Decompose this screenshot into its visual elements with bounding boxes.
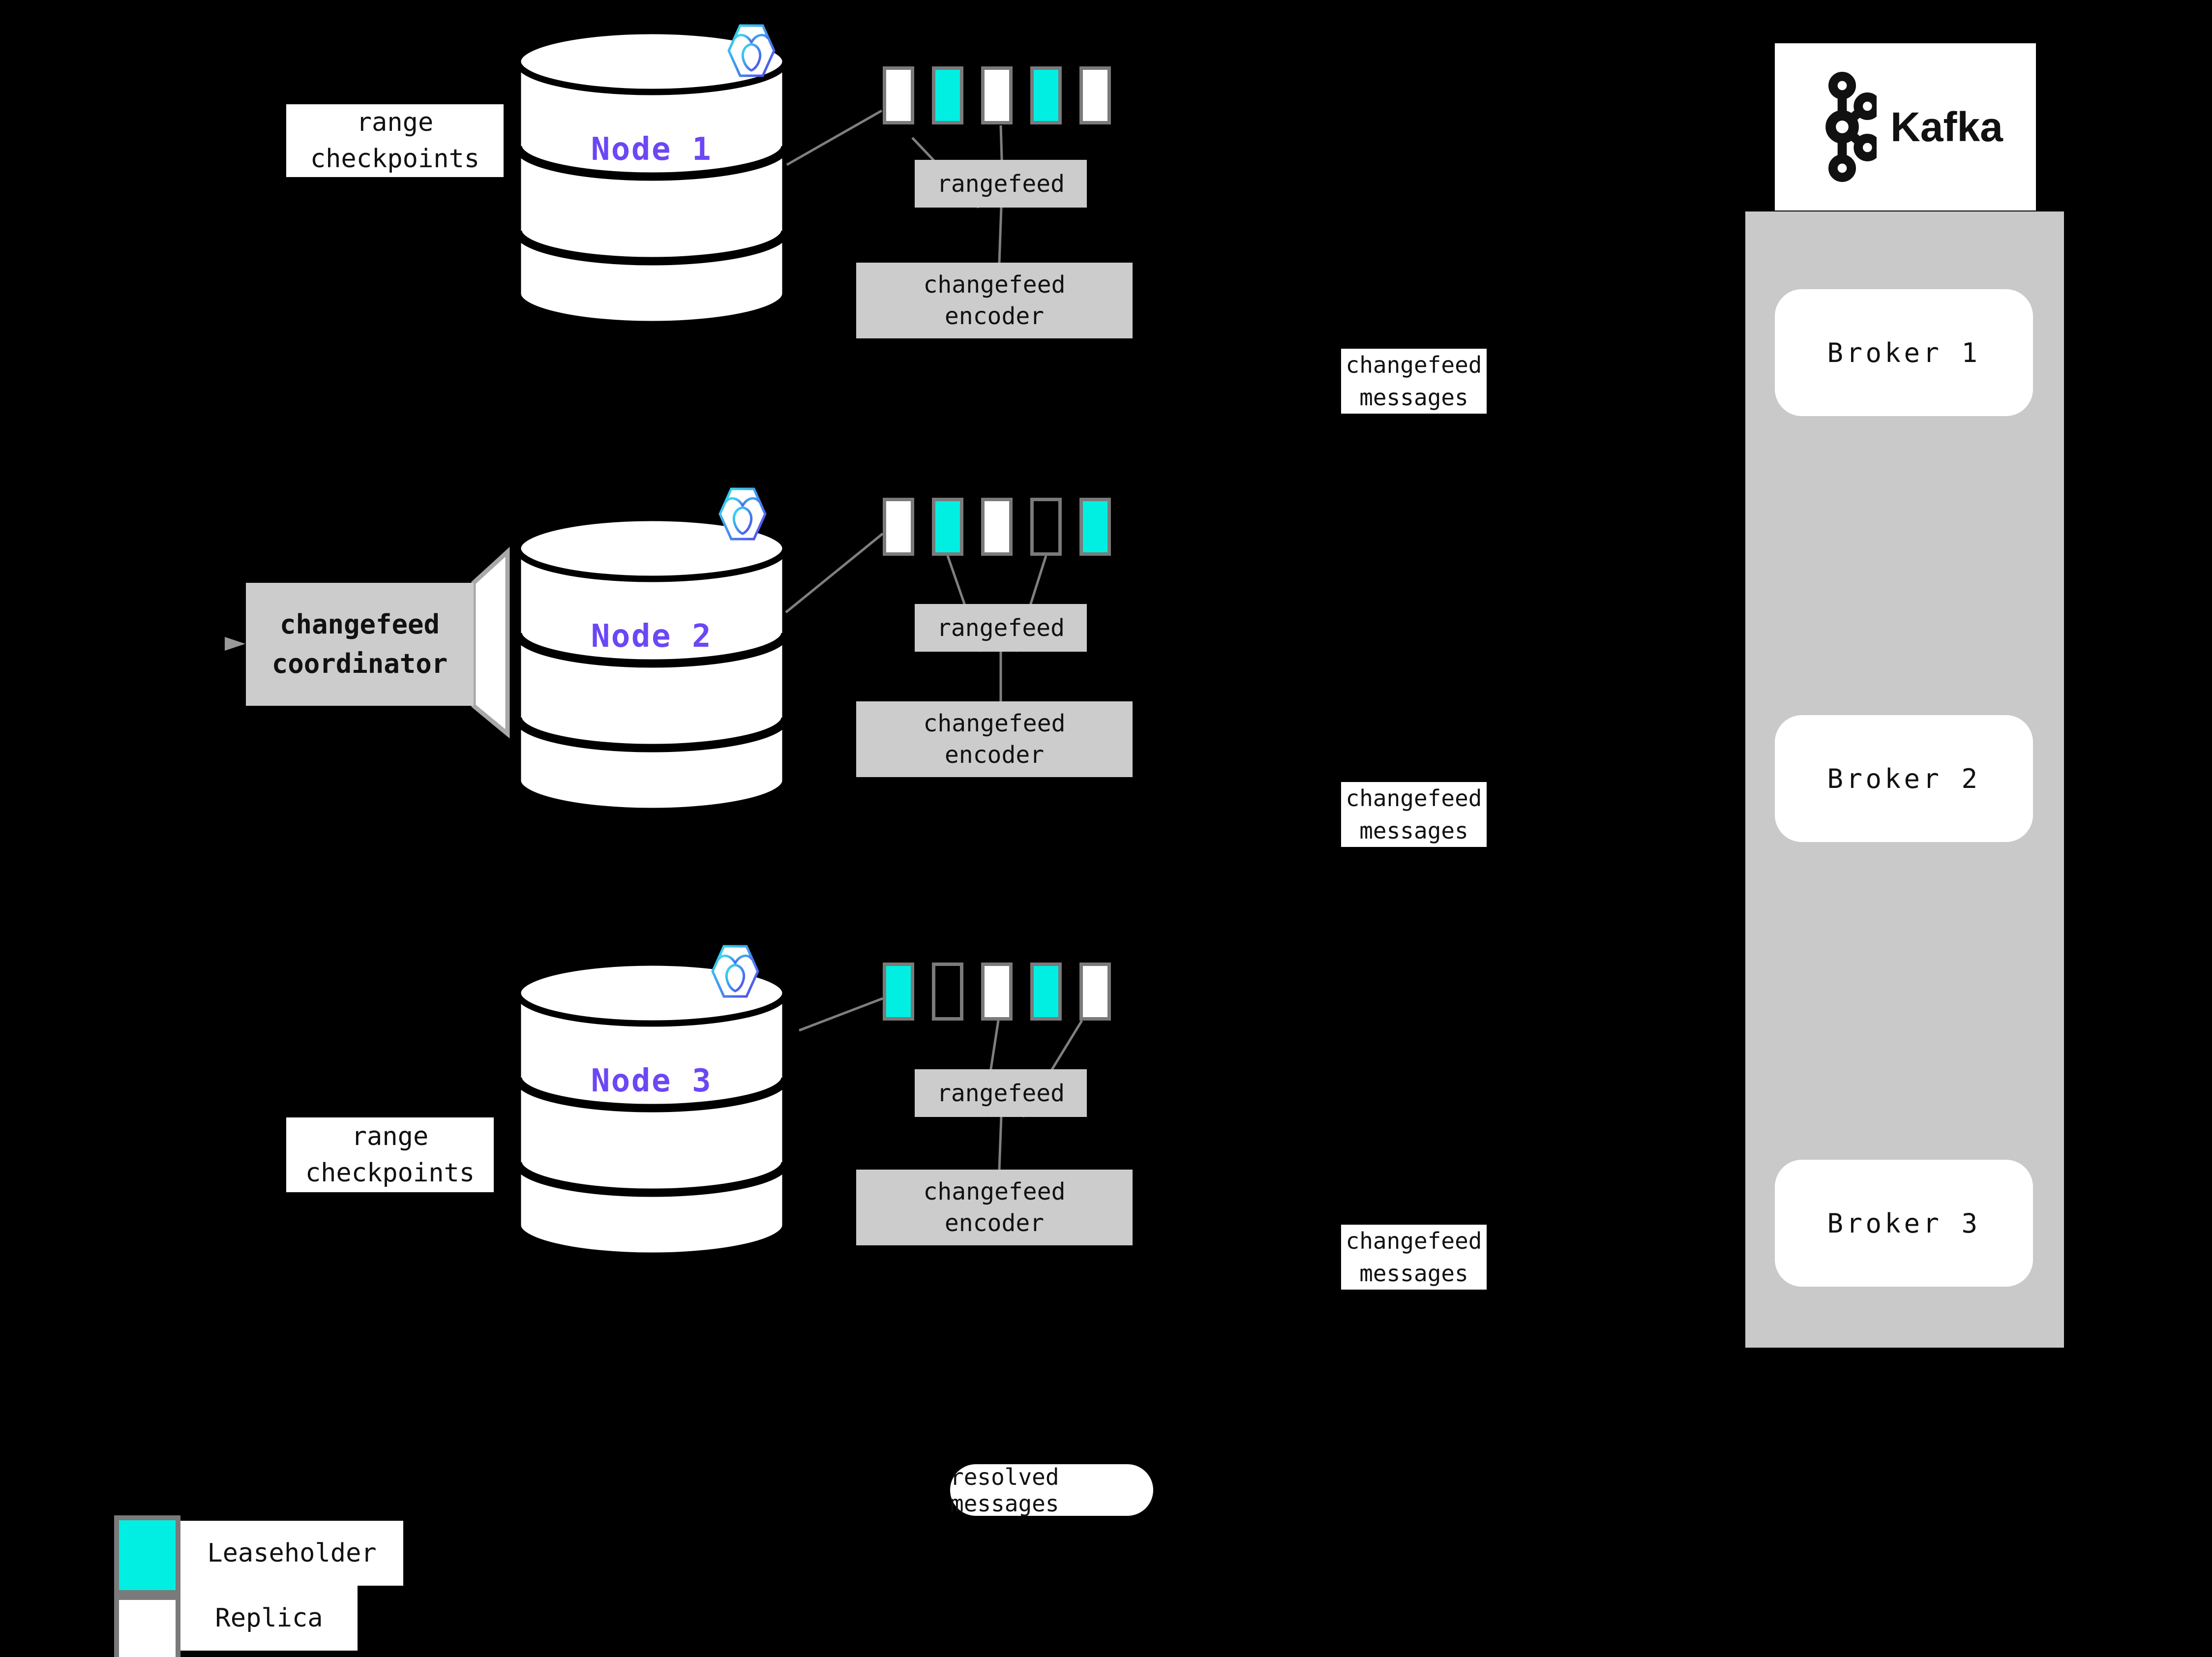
kafka-broker-container: Broker 1 Broker 2 Broker 3 (1745, 211, 2064, 1348)
range-leaseholder (1030, 963, 1062, 1021)
kafka-icon (1825, 72, 1877, 182)
broker-3: Broker 3 (1775, 1160, 2033, 1287)
messages-line1: changefeed (1345, 352, 1482, 378)
range-checkpoints-label-node3: range checkpoints (286, 1117, 494, 1192)
legend-leaseholder-swatch (114, 1515, 180, 1595)
encoder-line1: changefeed (923, 710, 1066, 737)
range-replica (1079, 963, 1111, 1021)
kafka-logo-box: Kafka (1775, 43, 2036, 211)
messages-line2: messages (1359, 1260, 1468, 1287)
encoder-line2: encoder (944, 302, 1045, 330)
node3-cylinder (518, 963, 785, 1256)
range-replica (883, 66, 914, 124)
node3-changefeed-encoder-box: changefeed encoder (856, 1170, 1133, 1245)
coordinator-arrowhead (225, 637, 245, 651)
legend-replica-label: Replica (180, 1586, 358, 1651)
range-replica (981, 498, 1013, 556)
range-leaseholder (1079, 498, 1111, 556)
node3-label: Node 3 (591, 1063, 713, 1099)
coordinator-fold (471, 546, 510, 739)
messages-line1: changefeed (1345, 1228, 1482, 1254)
coordinator-line1: changefeed (279, 609, 440, 640)
range-leaseholder (1030, 66, 1062, 124)
encoder-line2: encoder (944, 741, 1045, 769)
node2-range-row (883, 498, 1111, 556)
legend-replica-swatch (114, 1595, 180, 1657)
node2-rangefeed-box: rangefeed (915, 604, 1087, 652)
encoder-line1: changefeed (923, 271, 1066, 299)
changefeed-messages-label-3: changefeed messages (1341, 1225, 1487, 1290)
node1-cockroachdb-icon (729, 26, 774, 76)
broker-2: Broker 2 (1775, 715, 2033, 842)
range-replica (883, 498, 914, 556)
coordinator-line2: coordinator (271, 648, 448, 679)
node1-label: Node 1 (591, 131, 713, 168)
range-leaseholder (932, 498, 963, 556)
messages-line1: changefeed (1345, 785, 1482, 812)
range-checkpoints-line1: range (356, 108, 434, 137)
node3-range-row (883, 963, 1111, 1021)
node2-cylinder (518, 518, 785, 811)
node1-cylinder (518, 31, 785, 324)
encoder-line1: changefeed (923, 1178, 1066, 1205)
range-checkpoints-label-node1: range checkpoints (286, 104, 504, 177)
node1-changefeed-encoder-box: changefeed encoder (856, 263, 1133, 338)
range-replica (981, 963, 1013, 1021)
node2-changefeed-encoder-box: changefeed encoder (856, 701, 1133, 777)
legend-leaseholder-label: Leaseholder (180, 1521, 403, 1586)
kafka-brand-text: Kafka (1890, 103, 2003, 150)
node2-label: Node 2 (591, 618, 713, 655)
messages-line2: messages (1359, 817, 1468, 844)
encoder-line2: encoder (944, 1209, 1045, 1237)
node1-rangefeed-box: rangefeed (915, 160, 1087, 208)
range-leaseholder (932, 66, 963, 124)
changefeed-messages-label-1: changefeed messages (1341, 349, 1487, 414)
range-leaseholder (883, 963, 914, 1021)
node2-cockroachdb-icon (720, 489, 765, 539)
range-checkpoints-line2: checkpoints (310, 144, 480, 174)
resolved-messages-pill: resolved messages (950, 1464, 1153, 1517)
broker-1: Broker 1 (1775, 289, 2033, 416)
changefeed-coordinator-box: changefeed coordinator (246, 583, 474, 706)
node1-range-row (883, 66, 1111, 124)
range-replica (1079, 66, 1111, 124)
range-empty (1030, 498, 1062, 556)
messages-line2: messages (1359, 384, 1468, 411)
range-empty (932, 963, 963, 1021)
range-checkpoints-line1: range (351, 1122, 429, 1151)
range-replica (981, 66, 1013, 124)
changefeed-messages-label-2: changefeed messages (1341, 782, 1487, 847)
node3-rangefeed-box: rangefeed (915, 1069, 1087, 1117)
node3-cockroachdb-icon (713, 946, 758, 996)
range-checkpoints-line2: checkpoints (305, 1158, 475, 1188)
